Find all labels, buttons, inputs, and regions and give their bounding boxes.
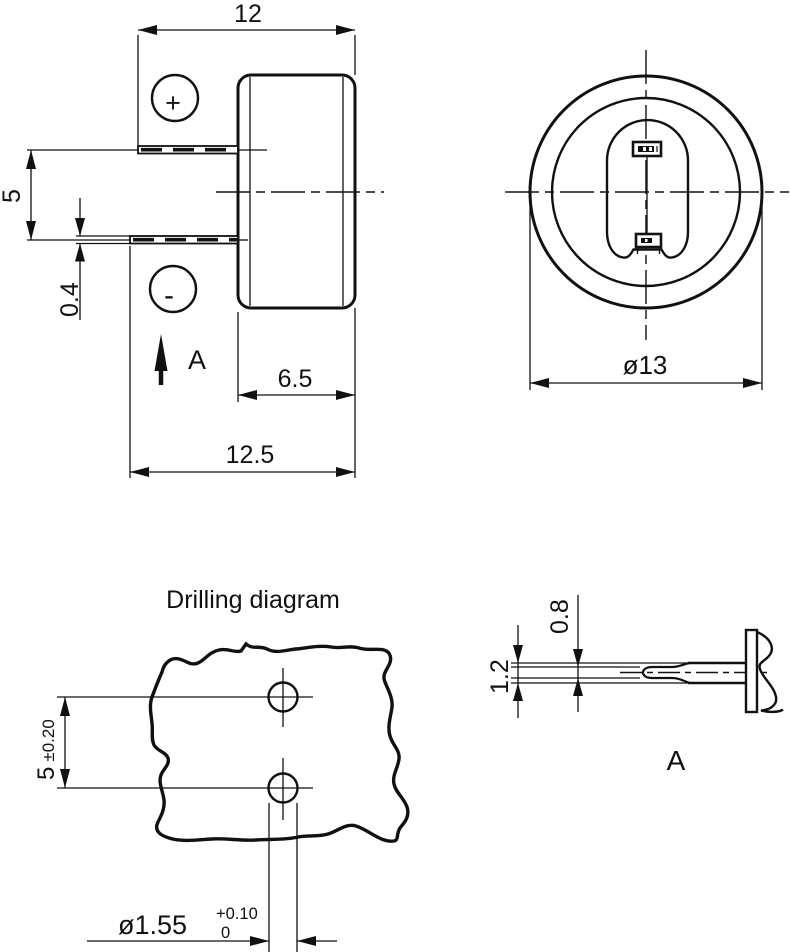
- pin-negative: [129, 235, 248, 245]
- detail-a-view: 1.2 0.8 A: [486, 595, 784, 776]
- dim-1p2: 1.2: [486, 625, 523, 718]
- dim-6p5-label: 6.5: [278, 365, 313, 393]
- pin-positive: [137, 145, 267, 155]
- dim-hole-spacing: 5±0.20: [33, 696, 313, 789]
- dim-1p2-label: 1.2: [486, 659, 514, 694]
- dim-dia13: ø13: [529, 192, 763, 390]
- pin-fold-bottom: [652, 676, 691, 685]
- terminal-opening-outline: [605, 118, 690, 259]
- dim-12p5: 12.5: [129, 246, 355, 478]
- flange: [744, 628, 759, 714]
- drilling-diagram-view: Drilling diagram 5±0.20 ø1.55 +0.10: [33, 586, 410, 952]
- dim-0p4-label: 0.4: [56, 282, 84, 317]
- back-view: ø13: [505, 50, 789, 390]
- dim-0p8-label: 0.8: [546, 599, 574, 634]
- top-terminal: [631, 140, 663, 158]
- detail-a-label: A: [667, 745, 686, 776]
- dim-hole-spacing-label: 5±0.20: [33, 719, 60, 780]
- minus-symbol: -: [164, 279, 174, 312]
- side-view: + - 12 5 0.4: [0, 0, 384, 478]
- dim-12-label: 12: [234, 0, 262, 28]
- pin-fold-tip: [641, 665, 653, 680]
- bottom-terminal: [634, 232, 663, 254]
- dim-6p5: 6.5: [237, 308, 356, 478]
- pin-fold-top: [652, 661, 691, 669]
- dim-hole-diameter-label: ø1.55: [118, 910, 187, 940]
- dim-0p8: 0.8: [546, 595, 583, 712]
- dim-0p4: 0.4: [56, 198, 132, 320]
- dim-hole-tol-lower: 0: [221, 924, 230, 942]
- dim-hole-diameter: ø1.55 +0.10 0: [87, 803, 337, 952]
- plus-symbol: +: [165, 88, 181, 118]
- broken-housing-edge: [756, 630, 784, 714]
- dim-5: 5: [0, 149, 138, 241]
- dim-5-label: 5: [0, 189, 26, 203]
- dim-hole-tol-upper: +0.10: [216, 905, 258, 923]
- plus-terminal-circle: [150, 73, 200, 123]
- dim-12: 12: [137, 0, 356, 146]
- view-direction-arrow: A: [154, 334, 206, 385]
- drilling-diagram-title: Drilling diagram: [166, 586, 340, 614]
- dim-dia13-label: ø13: [623, 350, 668, 380]
- mounting-plate-outline: [148, 641, 410, 843]
- dim-12p5-label: 12.5: [226, 441, 275, 469]
- view-direction-label: A: [188, 345, 206, 375]
- minus-terminal-circle: [148, 264, 198, 314]
